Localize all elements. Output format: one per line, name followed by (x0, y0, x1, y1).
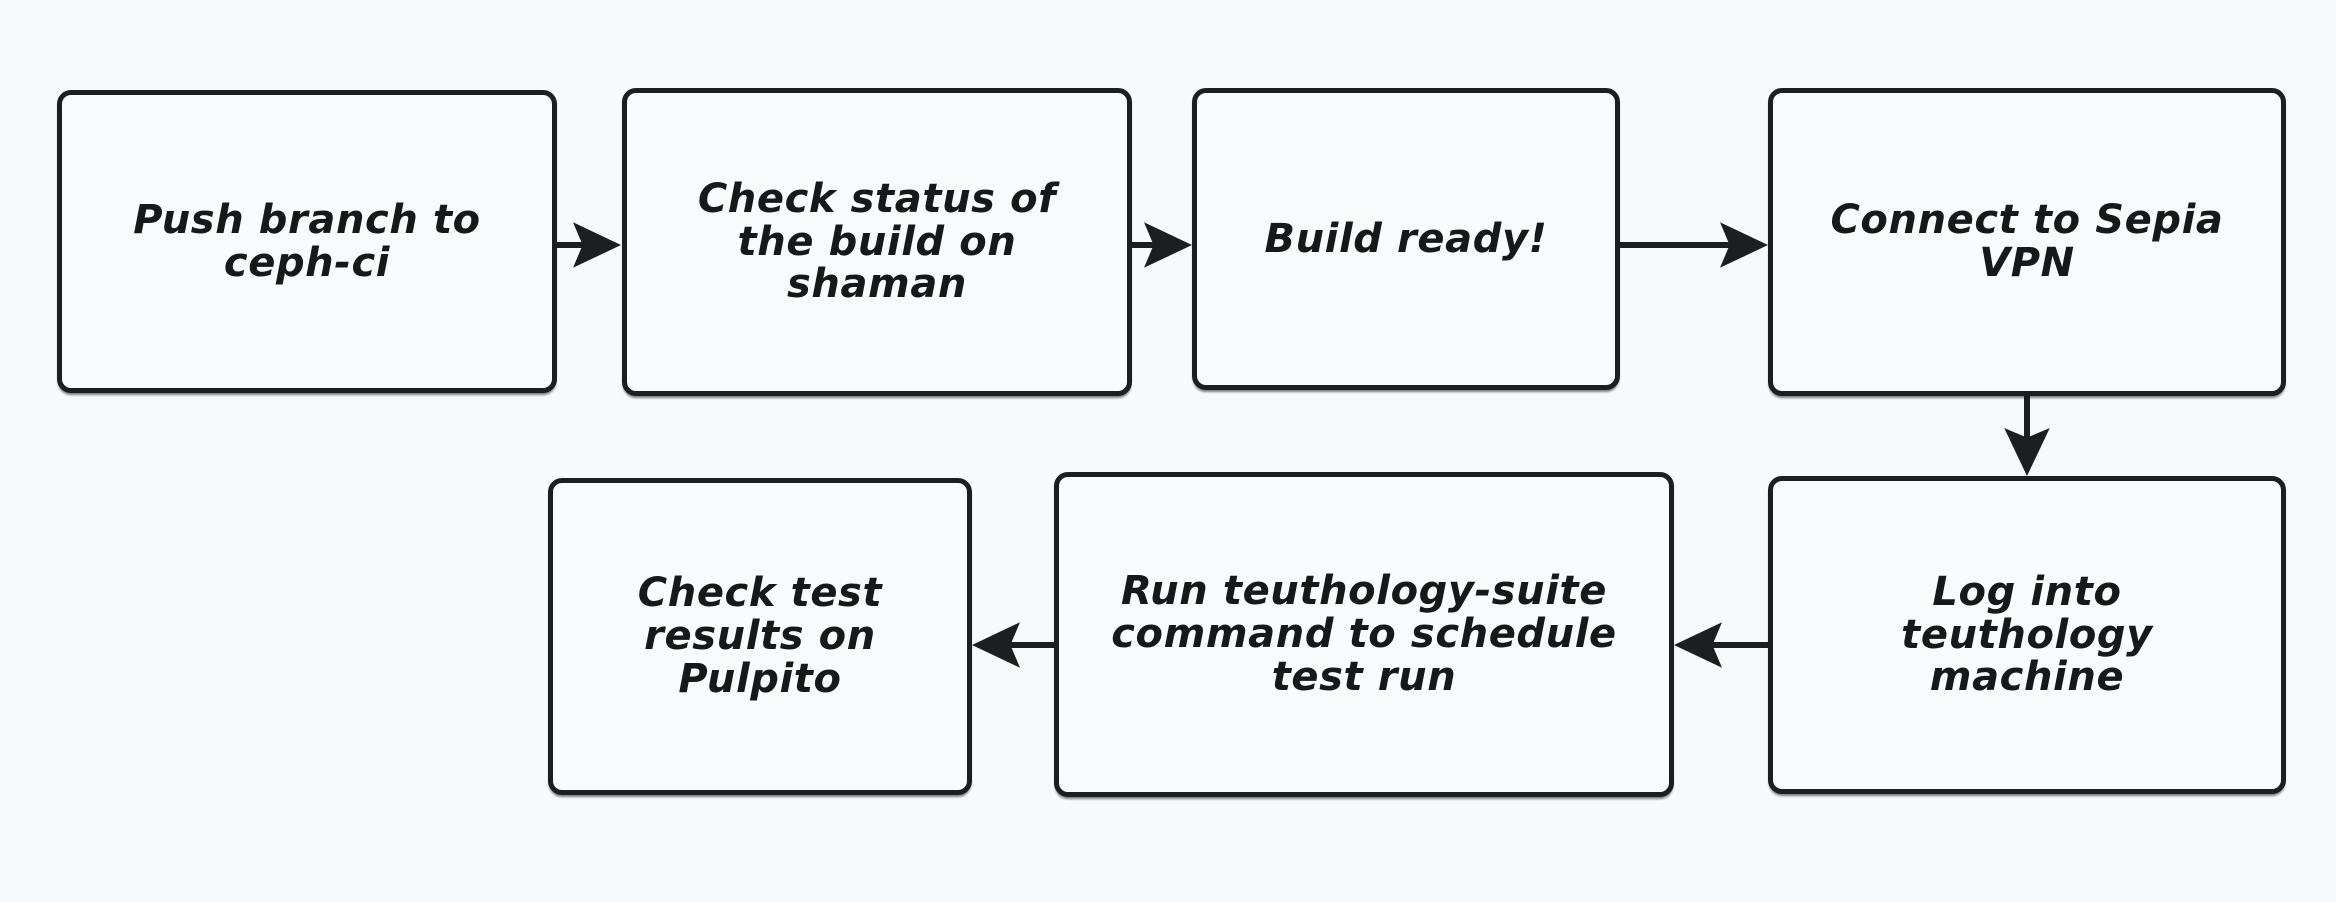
node-label: Connect to Sepia VPN (1830, 197, 2224, 286)
node-log-into-teuthology-machine[interactable]: Log into teuthology machine (1768, 476, 2286, 794)
node-build-ready[interactable]: Build ready! (1192, 88, 1620, 390)
node-push-branch-to-ceph-ci[interactable]: Push branch to ceph-ci (57, 90, 557, 393)
node-label: Run teuthology-suite command to schedule… (1111, 568, 1617, 700)
node-label: Check test results on Pulpito (637, 570, 883, 702)
node-label: Build ready! (1264, 215, 1548, 262)
node-check-test-results-on-pulpito[interactable]: Check test results on Pulpito (548, 478, 972, 795)
node-run-teuthology-suite-command[interactable]: Run teuthology-suite command to schedule… (1054, 472, 1674, 797)
node-label: Push branch to ceph-ci (133, 196, 481, 286)
node-check-status-of-build-on-shaman[interactable]: Check status of the build on shaman (622, 88, 1132, 396)
node-label: Log into teuthology machine (1901, 568, 2153, 701)
node-connect-to-sepia-vpn[interactable]: Connect to Sepia VPN (1768, 88, 2286, 396)
node-label: Check status of the build on shaman (697, 175, 1057, 308)
